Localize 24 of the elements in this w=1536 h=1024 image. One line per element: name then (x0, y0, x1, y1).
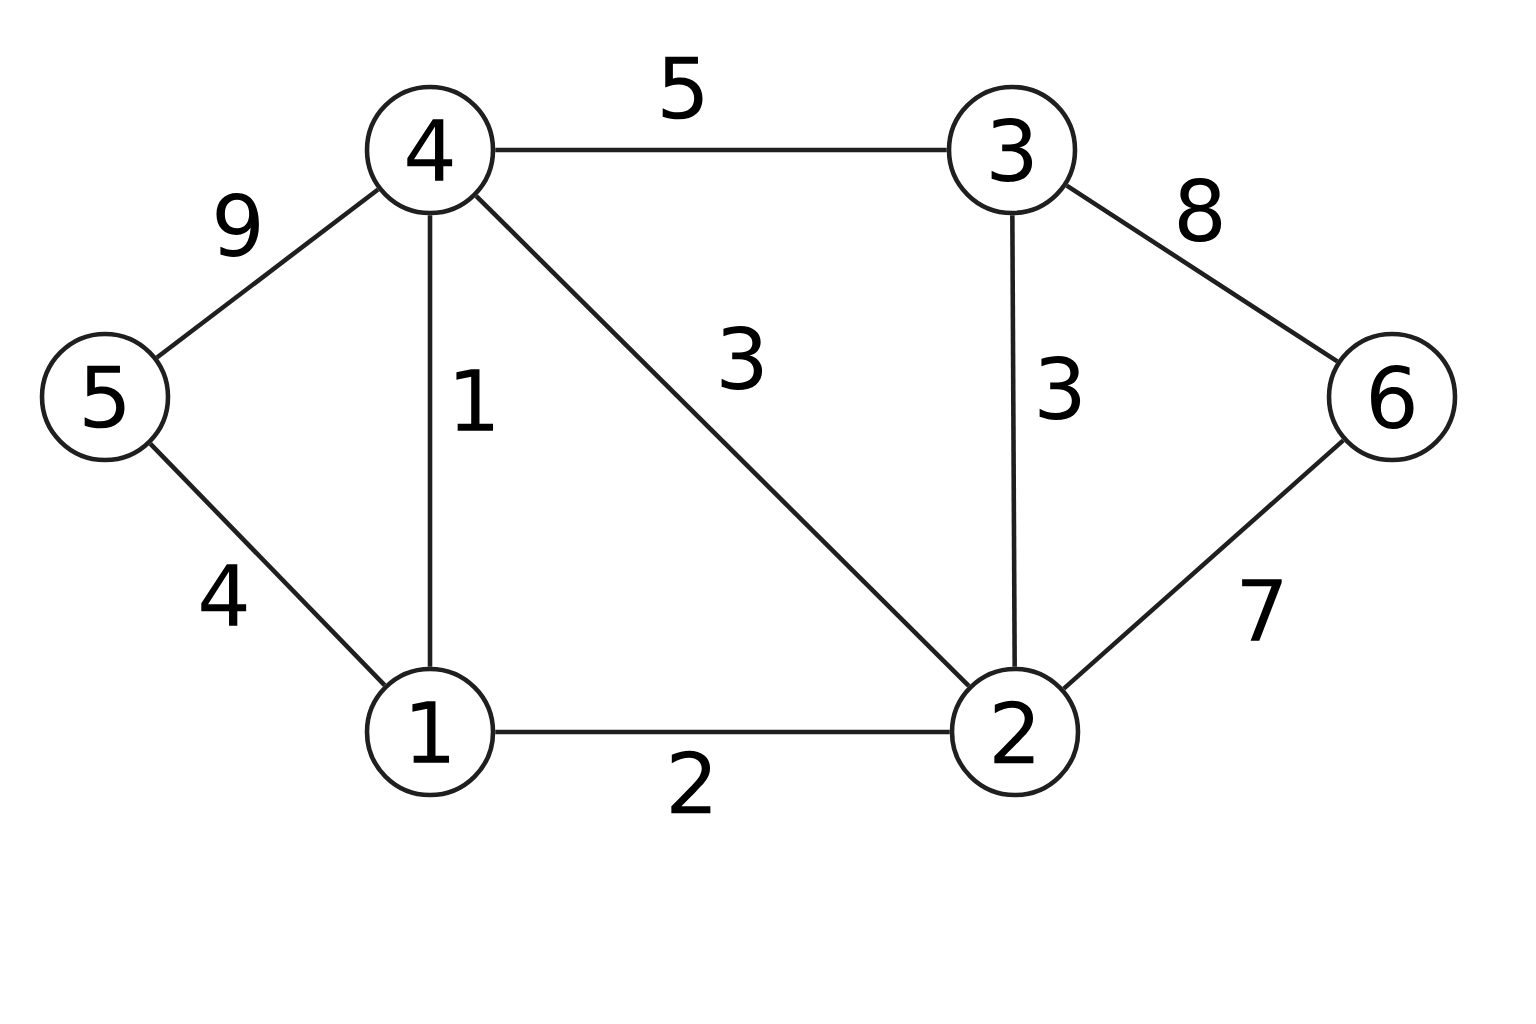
edge-label: 2 (671, 750, 711, 814)
graph-edge (495, 147, 947, 153)
graph-edge (474, 194, 971, 688)
graph-edge (1010, 215, 1017, 667)
edge-label: 5 (662, 56, 703, 120)
edge-label: 3 (721, 326, 763, 390)
graph-edge (495, 729, 950, 735)
graph-node: 1 (364, 666, 496, 798)
edge-label: 1 (456, 369, 494, 431)
edge-label: 4 (201, 564, 247, 626)
graph-edge (427, 215, 433, 667)
graph-edge (1062, 438, 1345, 691)
graph-edge (1065, 183, 1339, 364)
graph-edge (148, 442, 387, 687)
graph-node: 6 (1326, 331, 1458, 463)
graph-node: 2 (949, 666, 1081, 798)
graph-node: 3 (946, 84, 1078, 216)
edge-label: 8 (1178, 178, 1222, 242)
edge-label: 9 (216, 193, 259, 257)
graph-node: 5 (39, 331, 171, 463)
edge-label: 7 (1242, 579, 1282, 641)
edge-label: 3 (1039, 356, 1081, 420)
graph-edge (155, 187, 380, 360)
graph-node: 4 (364, 84, 496, 216)
